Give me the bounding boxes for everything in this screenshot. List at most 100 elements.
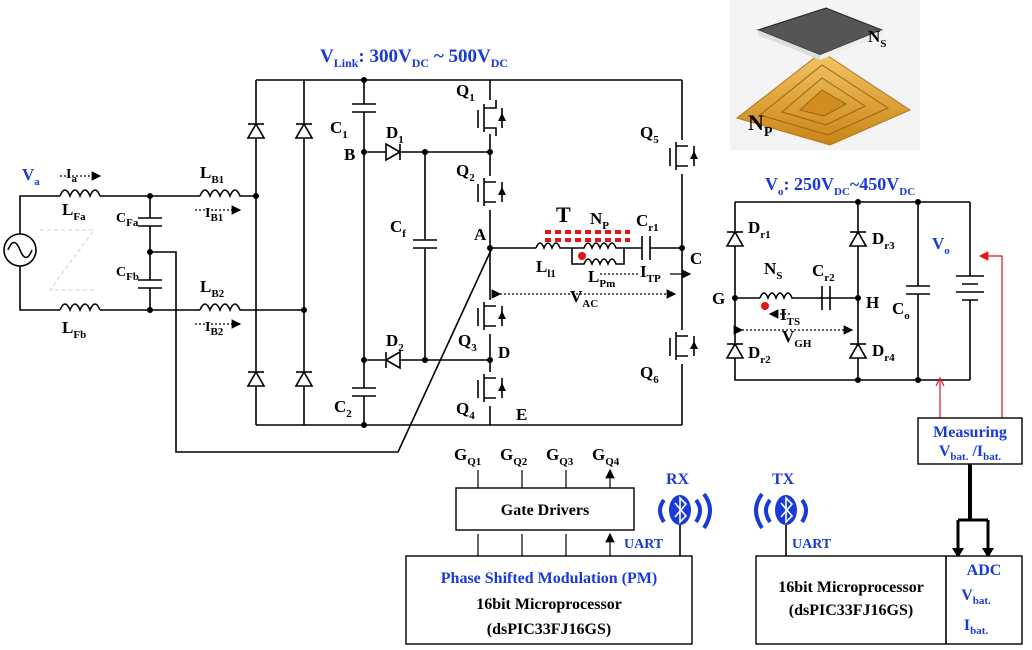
lpm-inductor — [571, 248, 625, 267]
diode-icon — [294, 122, 314, 139]
np-label: NP — [590, 209, 609, 232]
q5-mosfet-icon — [669, 140, 698, 174]
dr2-label: Dr2 — [748, 343, 771, 366]
gq4-label: GQ4 — [592, 445, 620, 468]
gq2-label: GQ2 — [500, 445, 528, 468]
dr4-label: Dr4 — [872, 341, 895, 364]
measuring-values: Vbat. /Ibat. — [939, 443, 1002, 463]
measuring-box — [917, 417, 1023, 465]
dr1-label: Dr1 — [748, 218, 771, 241]
q2-label: Q2 — [456, 161, 475, 184]
vac-label: VAC — [570, 287, 598, 310]
ll1-inductor — [535, 242, 572, 251]
photo-ns-label: NS — [868, 27, 886, 50]
gq3-label: GQ3 — [546, 445, 574, 468]
gate-drivers-label: Gate Drivers — [501, 502, 589, 519]
lb1-inductor — [199, 189, 256, 199]
ll1-label: Ll1 — [536, 257, 556, 280]
uart-right-label: UART — [792, 537, 832, 552]
q1-mosfet-icon — [477, 100, 506, 136]
micro-right-line1: 16bit Microprocessor — [778, 579, 924, 596]
polarity-dot-icon — [761, 302, 769, 310]
cfb-label: CFb — [116, 265, 139, 283]
ns-winding — [759, 292, 822, 301]
q6-mosfet-icon — [669, 330, 698, 364]
polarity-dot-icon — [578, 252, 586, 260]
vlink-title: VLink: 300VDC ~ 500VDC — [320, 46, 508, 70]
q3-label: Q3 — [458, 331, 477, 354]
rx-label: RX — [666, 471, 690, 488]
adc-i-label: Ibat. — [964, 617, 989, 637]
q6-label: Q6 — [640, 363, 659, 386]
bridge-rectifier — [246, 79, 682, 426]
node-d-label: D — [498, 343, 510, 362]
battery-icon — [956, 202, 984, 380]
diode-icon — [294, 370, 314, 387]
micro-right-line2: (dsPIC33FJ16GS) — [789, 602, 913, 619]
bluetooth-rx-icon — [658, 492, 712, 530]
cf-label: Cf — [390, 217, 406, 240]
lfb-inductor — [59, 303, 101, 313]
dr2-diode-icon — [725, 342, 745, 359]
node-b-label: B — [344, 145, 355, 164]
adc-v-label: Vbat. — [961, 587, 991, 607]
pm-title: Phase Shifted Modulation (PM) — [441, 570, 657, 587]
right-micro-box — [755, 555, 1023, 645]
itp-label: ITP — [640, 262, 661, 285]
c1-label: C1 — [330, 118, 348, 141]
va-label: Va — [22, 165, 40, 188]
vo-title: Vo: 250VDC~450VDC — [765, 174, 915, 198]
dr4-diode-icon — [848, 342, 868, 359]
node-g-label: G — [712, 289, 725, 308]
coil-photo: NS NP — [730, 0, 920, 150]
c2-label: C2 — [334, 397, 352, 420]
ib2-label: IB2 — [205, 320, 224, 338]
q4-mosfet-icon — [477, 372, 506, 406]
q1-label: Q1 — [456, 81, 475, 104]
node-e-label: E — [516, 405, 527, 424]
cr1-label: Cr1 — [636, 211, 659, 234]
photo-np-label: NP — [748, 110, 773, 140]
vo-node-label: Vo — [932, 234, 950, 257]
ac-source — [3, 195, 60, 311]
bluetooth-tx-icon — [754, 492, 808, 530]
node-a-label: A — [474, 225, 487, 244]
node-c-label: C — [690, 249, 702, 268]
np-winding — [572, 242, 642, 251]
diode-icon — [246, 370, 266, 387]
ia-label: Ia — [66, 167, 77, 185]
lpm-label: LPm — [588, 267, 615, 290]
lb2-inductor — [199, 303, 304, 313]
dr3-diode-icon — [848, 230, 868, 247]
q3-mosfet-icon — [477, 300, 506, 334]
lb2-label: LB2 — [200, 277, 225, 300]
cfa-label: CFa — [116, 211, 139, 229]
cr1-capacitor — [641, 236, 682, 260]
t-label: T — [556, 202, 571, 227]
lb1-label: LB1 — [200, 163, 224, 186]
ib1-label: IB1 — [205, 206, 223, 224]
lfa-label: LFa — [62, 200, 86, 223]
q4-label: Q4 — [456, 399, 475, 422]
d2-label: D2 — [386, 331, 404, 354]
micro-left-line2: (dsPIC33FJ16GS) — [487, 621, 611, 638]
dc-link-caps — [352, 80, 376, 425]
measuring-title: Measuring — [933, 424, 1007, 441]
gq1-label: GQ1 — [454, 445, 481, 468]
adc-title: ADC — [967, 562, 1002, 579]
ns-label: NS — [764, 259, 782, 282]
dr3-label: Dr3 — [872, 229, 895, 252]
node-h-label: H — [866, 293, 879, 312]
lfa-inductor — [59, 189, 101, 199]
its-label: ITS — [780, 305, 800, 328]
co-label: Co — [892, 299, 910, 322]
q2-mosfet-icon — [477, 176, 506, 210]
q5-label: Q5 — [640, 123, 659, 146]
d1-diode-icon — [385, 142, 402, 162]
pm-micro-box — [405, 555, 693, 645]
gate-drivers-box — [455, 487, 635, 531]
d2-diode-icon — [384, 350, 401, 370]
tx-label: TX — [772, 471, 795, 488]
cr2-capacitor — [821, 286, 831, 310]
